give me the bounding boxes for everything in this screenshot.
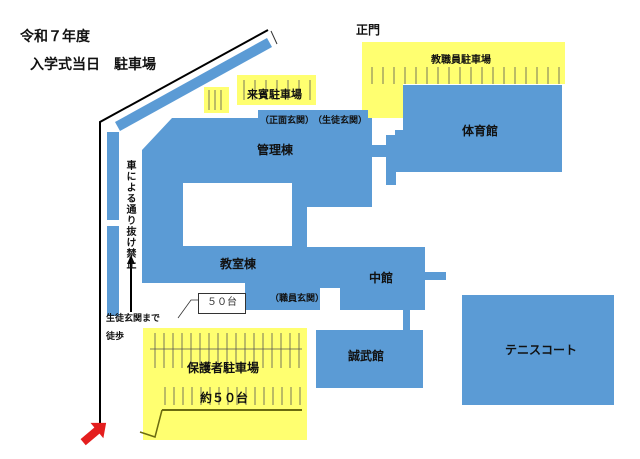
faculty-parking-label: 教職員駐車場 <box>431 55 491 66</box>
student-entrance-label: （生徒玄関） <box>313 116 368 126</box>
classroom-building-label: 教室棟 <box>220 257 257 271</box>
courtyard <box>183 183 292 246</box>
walk-arrow-head <box>127 255 135 264</box>
parking-stall-lines <box>150 67 560 405</box>
callout-line <box>177 299 198 319</box>
left-strip-upper <box>107 132 119 220</box>
walk-note-line2: 徒歩 <box>106 332 125 342</box>
guardian-parking-label: 保護者駐車場 <box>187 361 260 375</box>
faculty-parking-area <box>362 42 565 118</box>
gym-extension <box>395 130 405 172</box>
front-entrance-label: （正面玄関） <box>260 116 315 126</box>
middle-hall-label: 中館 <box>369 271 394 285</box>
guardian-parking-area <box>143 328 307 440</box>
guardian-parking-ramp <box>139 409 163 438</box>
title-subtitle: 入学式当日 駐車場 <box>30 57 156 73</box>
budokan-building <box>316 330 423 388</box>
title-year: 令和７年度 <box>20 29 90 45</box>
guardian-capacity-label: 約５０台 <box>200 391 249 405</box>
main-gate-label: 正門 <box>356 23 381 37</box>
connector-vertical <box>386 135 396 185</box>
walk-note-line1: 生徒玄関まで <box>106 314 161 324</box>
gym-building <box>403 85 562 172</box>
slanted-strip <box>115 38 272 131</box>
visitor-parking-label: 来賓駐車場 <box>247 88 302 101</box>
visitor-parking-small <box>204 87 229 113</box>
no-through-traffic-note: 車による通り抜け禁止 <box>124 160 135 270</box>
gate-tick <box>270 30 278 45</box>
middle-hall-bump <box>425 272 446 280</box>
budokan-label: 誠武館 <box>348 349 385 363</box>
entry-arrow-icon <box>80 422 107 446</box>
tennis-court <box>462 295 614 405</box>
visitor-parking-area <box>237 75 316 105</box>
gym-label: 体育館 <box>462 124 499 138</box>
connector-budokan <box>403 308 410 331</box>
left-strip-lower <box>107 226 119 316</box>
staff-entrance-label: （職員玄関） <box>270 294 325 304</box>
overflow-capacity-box: ５０台 <box>198 293 246 314</box>
road-boundary-line <box>99 29 269 430</box>
admin-building-label: 管理棟 <box>257 143 294 157</box>
tennis-court-label: テニスコート <box>505 343 578 357</box>
